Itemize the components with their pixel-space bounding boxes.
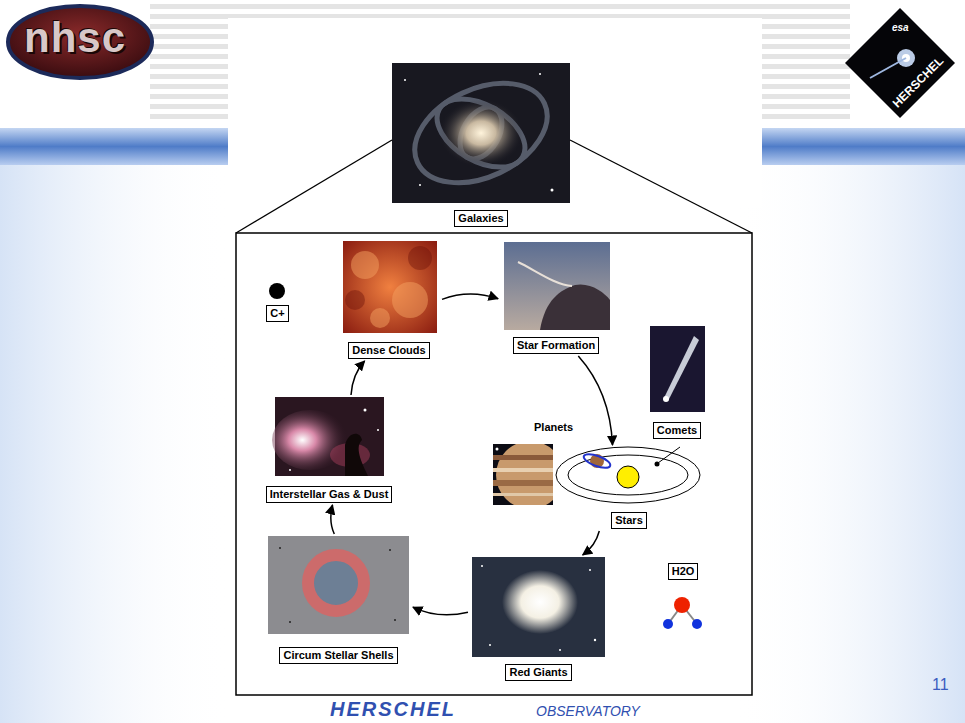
stage-label: Circum Stellar Shells bbox=[279, 647, 397, 664]
stage-label: Star Formation bbox=[513, 337, 599, 354]
stage-label: Stars bbox=[611, 512, 647, 529]
cycle-arrow bbox=[578, 356, 612, 445]
slide-label: nhsc bbox=[24, 14, 126, 62]
stage-label: Red Giants bbox=[505, 664, 571, 681]
stage-group: Star Formation bbox=[500, 242, 612, 354]
slide-label: 11 bbox=[932, 676, 949, 694]
stage-group: Galaxies bbox=[392, 63, 570, 227]
stage-label: H2O bbox=[668, 563, 699, 580]
stage-group: H2O bbox=[664, 563, 702, 631]
slide-label: HERSCHEL bbox=[330, 698, 456, 720]
stage-group: C+ bbox=[262, 282, 293, 322]
stage-label: Galaxies bbox=[454, 210, 507, 227]
stage-label: Comets bbox=[653, 422, 701, 439]
stage-group: Dense Clouds bbox=[338, 241, 440, 359]
stage-label: C+ bbox=[266, 305, 288, 322]
stage-group: Circum Stellar Shells bbox=[266, 536, 411, 664]
slide-label: HERSCHEL bbox=[890, 54, 947, 111]
slide-label: esa bbox=[892, 22, 909, 33]
cycle-arrow bbox=[442, 294, 498, 299]
stage-group: Red Giants bbox=[470, 557, 607, 681]
cycle-arrow bbox=[413, 607, 468, 615]
stage-group: Comets bbox=[646, 326, 708, 439]
stage-label: Dense Clouds bbox=[348, 342, 429, 359]
cycle-arrow bbox=[331, 505, 334, 534]
cycle-arrow bbox=[351, 361, 365, 395]
stage-label: Interstellar Gas & Dust bbox=[266, 486, 393, 503]
stage-group: Stars bbox=[556, 447, 702, 529]
cycle-arrow bbox=[583, 531, 600, 555]
stage-group: Interstellar Gas & Dust bbox=[252, 397, 406, 503]
slide-label: Planets bbox=[534, 421, 573, 433]
slide-label: OBSERVATORY bbox=[536, 703, 640, 719]
